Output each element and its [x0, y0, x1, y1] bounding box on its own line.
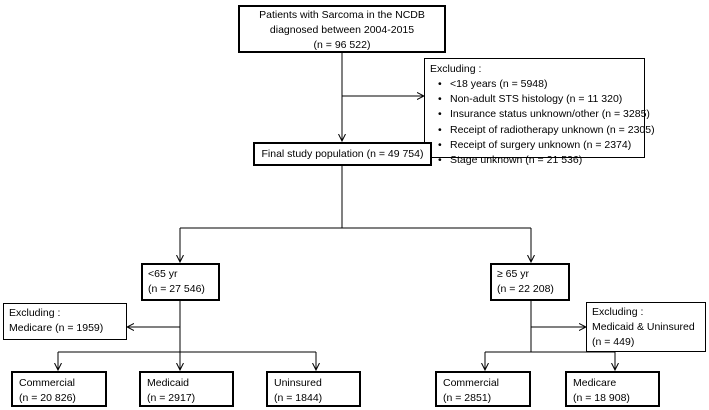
medicaid-count: (n = 2917) [147, 392, 196, 404]
medicaid-box: Medicaid (n = 2917) [139, 371, 234, 407]
over-65-count: (n = 22 208) [497, 283, 554, 295]
uninsured-label: Uninsured [274, 377, 322, 389]
final-population-label: Final study population (n = 49 754) [261, 148, 424, 160]
commercial-under-65-box: Commercial (n = 20 826) [11, 371, 107, 407]
exclusion-right-box: Excluding : Medicaid & Uninsured (n = 44… [586, 302, 706, 352]
under-65-box: <65 yr (n = 27 546) [141, 263, 220, 301]
exclusion-item: Receipt of radiotherapy unknown (n = 230… [438, 123, 655, 138]
sarcoma-patients-line2: diagnosed between 2004-2015 [269, 24, 415, 36]
exclusion-item: <18 years (n = 5948) [438, 77, 644, 92]
exclusion-item: Stage unknown (n = 21 536) [438, 153, 644, 168]
medicare-count: (n = 18 908) [573, 392, 630, 404]
exclusion-item: Receipt of surgery unknown (n = 2374) [438, 138, 644, 153]
final-population-box: Final study population (n = 49 754) [253, 142, 432, 166]
medicare-label: Medicare [573, 377, 617, 389]
sarcoma-patients-box: Patients with Sarcoma in the NCDB diagno… [238, 5, 446, 53]
commercial-under-65-label: Commercial [19, 377, 76, 389]
exclusion-right-title: Excluding : [592, 306, 644, 318]
uninsured-count: (n = 1844) [274, 392, 323, 404]
over-65-label: ≥ 65 yr [497, 268, 530, 280]
commercial-over-65-count: (n = 2851) [443, 392, 492, 404]
exclusion-top-list: <18 years (n = 5948) Non-adult STS histo… [430, 77, 655, 168]
medicare-box: Medicare (n = 18 908) [565, 371, 660, 407]
exclusion-left-box: Excluding : Medicare (n = 1959) [3, 303, 127, 340]
uninsured-box: Uninsured (n = 1844) [266, 371, 361, 407]
exclusion-item: Insurance status unknown/other (n = 3285… [438, 107, 650, 122]
exclusion-right-count: (n = 449) [592, 336, 635, 348]
under-65-count: (n = 27 546) [148, 283, 205, 295]
over-65-box: ≥ 65 yr (n = 22 208) [490, 263, 570, 301]
exclusion-item: Non-adult STS histology (n = 11 320) [438, 92, 644, 107]
exclusion-right-detail: Medicaid & Uninsured [592, 321, 695, 333]
medicaid-label: Medicaid [147, 377, 190, 389]
commercial-over-65-label: Commercial [443, 377, 500, 389]
exclusion-left-title: Excluding : [9, 307, 61, 319]
exclusion-left-detail: Medicare (n = 1959) [9, 322, 104, 334]
commercial-over-65-box: Commercial (n = 2851) [435, 371, 531, 407]
sarcoma-patients-line1: Patients with Sarcoma in the NCDB [259, 9, 425, 21]
commercial-under-65-count: (n = 20 826) [19, 392, 76, 404]
exclusion-top-box: Excluding : <18 years (n = 5948) Non-adu… [424, 58, 655, 168]
under-65-label: <65 yr [148, 268, 178, 280]
sarcoma-patients-count: (n = 96 522) [313, 39, 371, 51]
exclusion-top-title: Excluding : [430, 63, 482, 75]
